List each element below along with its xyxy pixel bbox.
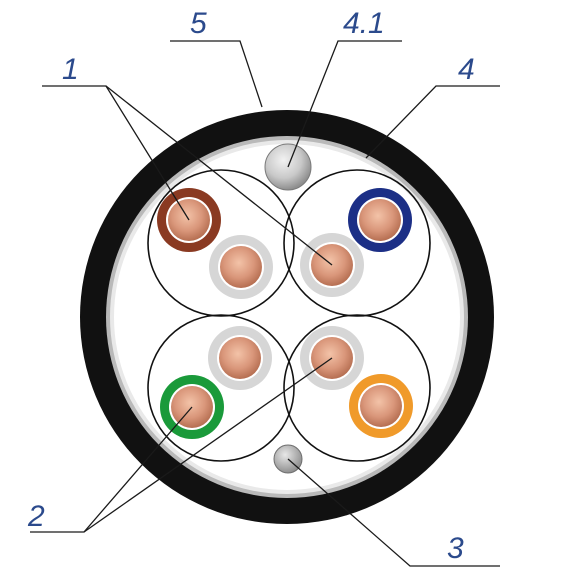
leader-line-3: [287, 458, 500, 567]
label-3: 3: [447, 532, 464, 565]
leader-line-5: [170, 40, 263, 108]
leader-line-4-1: [287, 40, 402, 168]
label-2: 2: [27, 500, 45, 533]
conductor-blue: [348, 188, 412, 252]
leader-line-1b: [105, 85, 333, 266]
label-4-1: 4.1: [343, 7, 385, 40]
conductor-white-brown: [209, 235, 273, 299]
label-1: 1: [62, 53, 79, 86]
pair-bundle-bottom-right: [283, 314, 431, 462]
leader-line-4: [365, 85, 500, 159]
conductor-white-green: [208, 326, 272, 390]
conductor-orange: [349, 374, 413, 438]
pair-bundle-top-left: [147, 169, 295, 317]
label-5: 5: [190, 7, 207, 40]
leader-line-2b: [83, 357, 333, 533]
label-4: 4: [458, 53, 475, 86]
pair-bundle-top-right: [283, 169, 431, 317]
pair-bundle-bottom-left: [147, 314, 295, 462]
